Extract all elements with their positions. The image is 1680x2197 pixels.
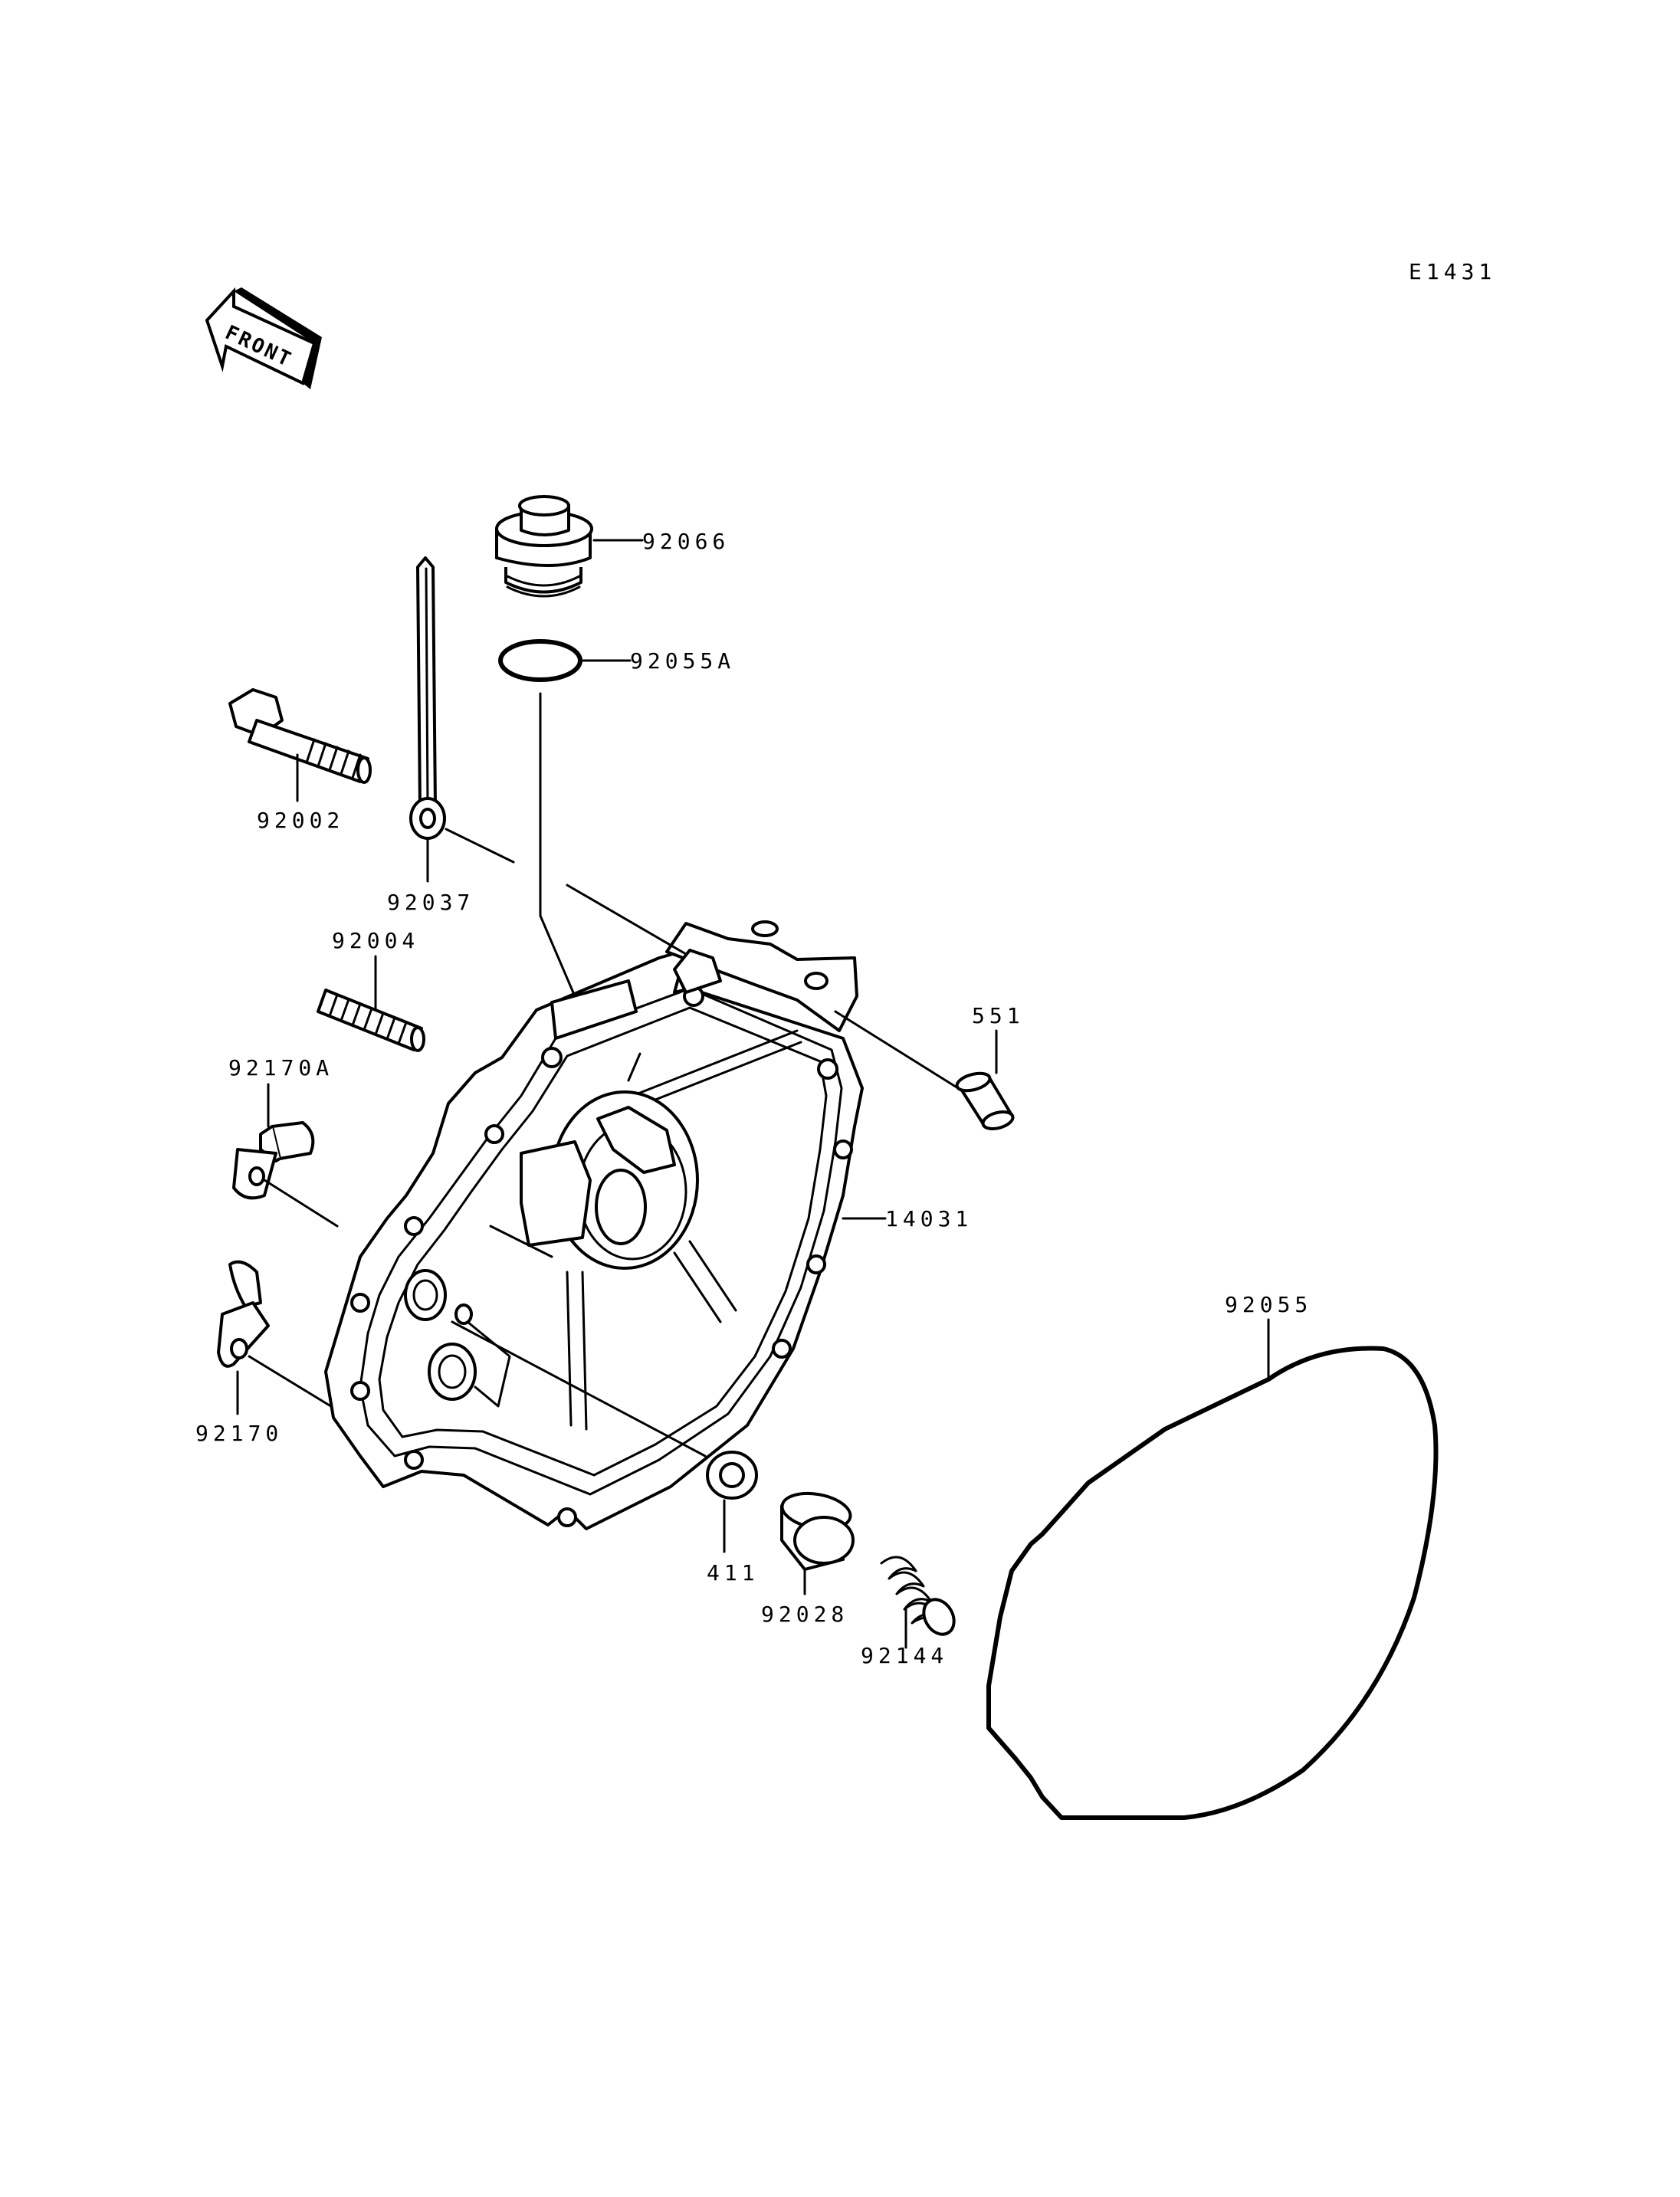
gasket [986,1346,1439,1820]
o-ring-small [498,639,582,682]
part-label-92066: 92066 [642,529,730,554]
dipstick [409,556,515,883]
part-label-411: 411 [707,1560,760,1585]
stud [317,955,425,1052]
part-label-92004: 92004 [332,928,419,953]
bolt [228,688,372,802]
part-label-92170: 92170 [195,1421,283,1446]
part-label-92144: 92144 [861,1643,948,1668]
part-label-92028: 92028 [761,1602,848,1627]
diagram-code: E1431 [1409,259,1496,284]
clamp-upper [232,1083,339,1228]
part-label-92002: 92002 [257,808,344,833]
washer [451,1320,758,1553]
bushing [780,1491,855,1595]
part-label-14031: 14031 [885,1206,973,1231]
clamp-lower [217,1260,345,1415]
part-label-92055: 92055 [1225,1292,1312,1317]
oil-filler-cap [495,495,644,598]
part-label-92055A: 92055A [630,648,735,674]
part-label-92037: 92037 [387,890,474,915]
part-label-92170A: 92170A [228,1055,333,1080]
clutch-cover [324,920,887,1530]
spring [880,1556,956,1649]
front-arrow-icon: FRONT [205,287,322,389]
part-label-551: 551 [972,1003,1025,1028]
dowel-pin [834,1010,1015,1130]
